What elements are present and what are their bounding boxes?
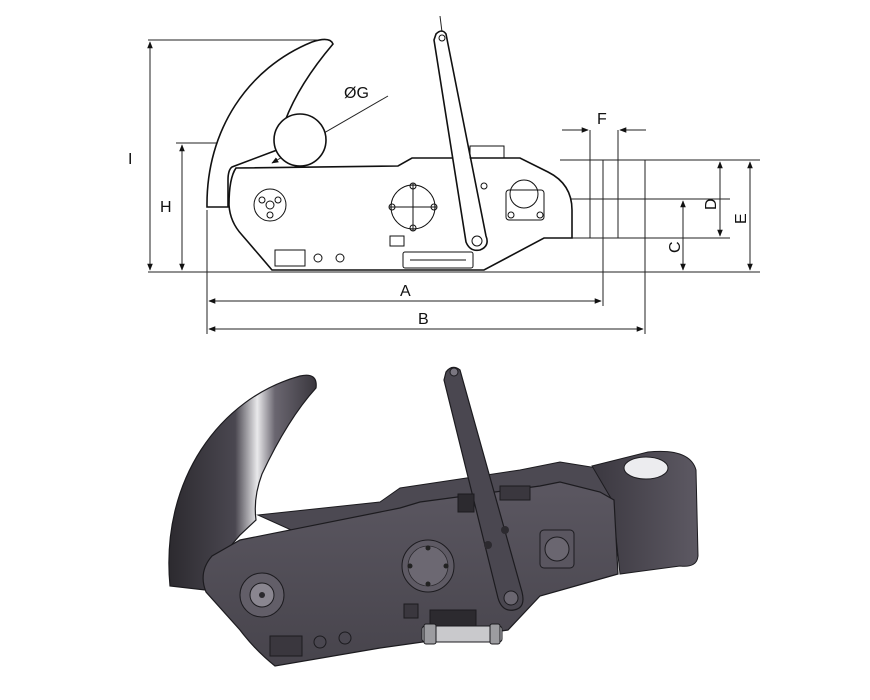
lever-bracket-3d: [457, 493, 475, 513]
lever-cable: [439, 15, 443, 33]
left-hub-bolt: [258, 196, 266, 204]
eye-hole: [509, 179, 539, 209]
lever-bolt: [480, 182, 488, 190]
label-h: H: [160, 199, 172, 216]
eye-lug-hole: [623, 456, 669, 480]
eye-bolt: [536, 211, 544, 219]
lever-top-pivot-3d: [449, 367, 459, 377]
grease-nipple: [335, 253, 345, 263]
grease-nipple-3d: [338, 631, 352, 645]
spring-bolt-3d: [421, 625, 503, 643]
label-a: A: [400, 283, 411, 300]
lever-bracket: [469, 145, 505, 159]
eye-bolt: [507, 211, 515, 219]
eye-flange: [505, 189, 545, 221]
hook-jaw-outline: [206, 38, 334, 208]
lever-catch-3d: [499, 485, 531, 501]
name-plate-3d: [269, 635, 303, 657]
lever-bottom-pivot: [471, 235, 483, 247]
latch-block: [389, 235, 405, 247]
pin-circle-g: [273, 113, 327, 167]
hook-body-outline: [228, 157, 573, 271]
left-hub-bolt: [274, 196, 282, 204]
left-hub-center: [265, 200, 275, 210]
latch-block-3d: [403, 603, 419, 619]
grease-nipple-3d: [313, 635, 327, 649]
left-hub-3d-center: [259, 592, 265, 598]
name-plate: [274, 249, 306, 267]
right-flange-3d-plate: [544, 536, 570, 562]
center-plate-bolt: [430, 203, 438, 211]
label-b: B: [418, 311, 429, 328]
center-plate-3d-bolt: [425, 581, 431, 587]
hook-jaw: [168, 374, 317, 591]
center-plate-3d-face: [407, 545, 449, 587]
spring-housing-3d: [429, 609, 477, 629]
spring-bolt-3d-nut: [489, 623, 501, 645]
lever-bottom-pivot-3d: [503, 590, 519, 606]
eye-lug: [591, 450, 699, 575]
center-plate-3d-bolt: [443, 563, 449, 569]
label-c: C: [667, 241, 684, 253]
rendered-view: [168, 366, 699, 667]
technical-drawing: I H A B C D E F ØG: [128, 15, 760, 334]
grease-nipple: [313, 253, 323, 263]
spring-bolt-3d-nut: [423, 623, 437, 645]
center-plate-bolt: [409, 224, 417, 232]
label-d: D: [703, 198, 720, 210]
label-g: ØG: [344, 85, 369, 102]
center-plate-3d-bolt: [425, 545, 431, 551]
release-lever-3d: [443, 366, 524, 611]
left-hub-bolt: [266, 211, 274, 219]
label-e: E: [733, 213, 750, 224]
spring-bolt: [402, 251, 474, 269]
label-f: F: [597, 111, 607, 128]
lever-bolt-3d: [484, 541, 492, 549]
left-hub: [253, 188, 287, 222]
label-i: I: [128, 151, 132, 168]
center-plate-3d-bolt: [407, 563, 413, 569]
lever-bolt-3d: [501, 526, 509, 534]
lever-top-pivot: [438, 34, 446, 42]
center-plate-bolt: [409, 182, 417, 190]
center-plate-bolt: [388, 203, 396, 211]
